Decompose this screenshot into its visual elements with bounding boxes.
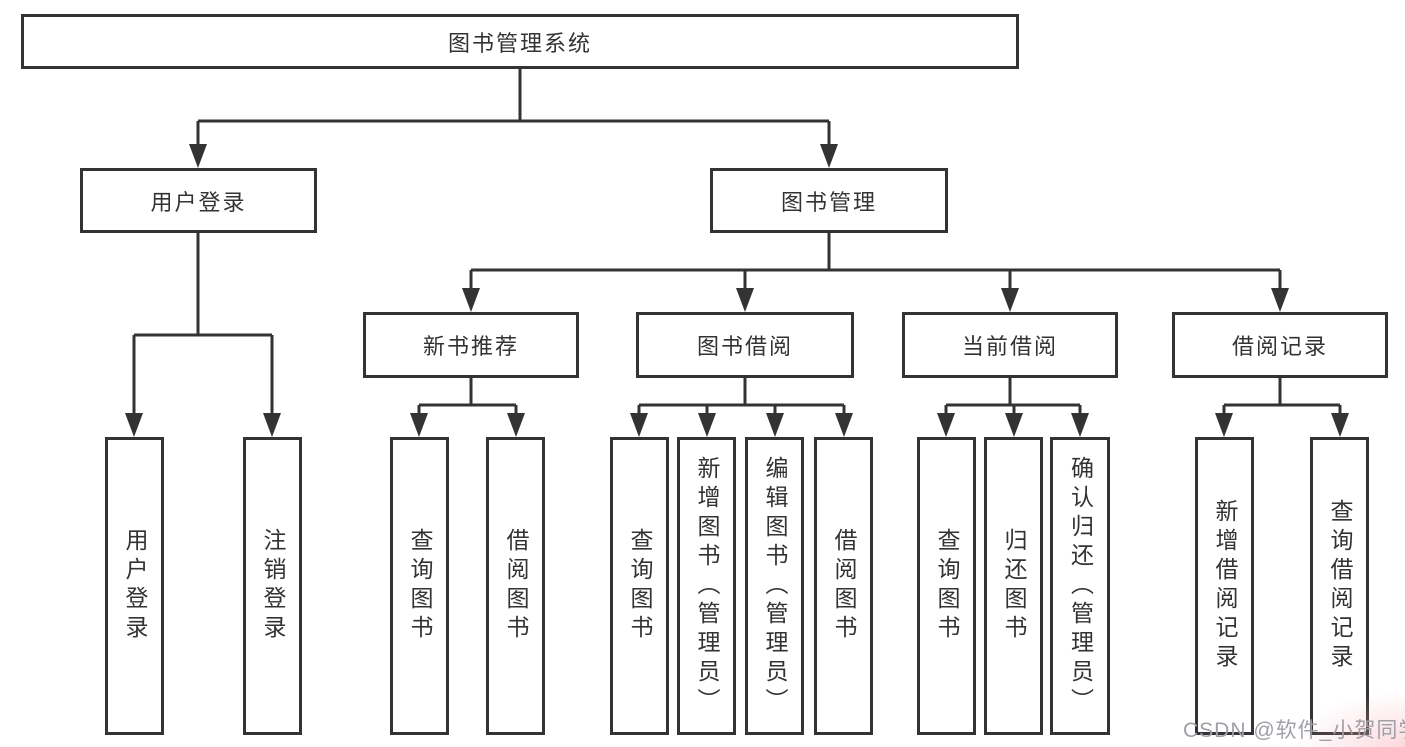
node-borrow-records: 借阅记录 bbox=[1172, 312, 1388, 378]
node-leaf-borrow-books: 借阅图书 bbox=[814, 437, 873, 735]
node-leaf-return-book: 归还图书 bbox=[984, 437, 1043, 735]
arrow-down-icon bbox=[736, 288, 754, 312]
arrow-down-icon bbox=[766, 413, 784, 437]
arrow-down-icon bbox=[1071, 413, 1089, 437]
arrow-down-icon bbox=[630, 413, 648, 437]
node-leaf-logout: 注销登录 bbox=[243, 437, 302, 735]
arrow-down-icon bbox=[1005, 413, 1023, 437]
arrow-down-icon bbox=[263, 413, 281, 437]
arrow-down-icon bbox=[1271, 288, 1289, 312]
csdn-watermark: CSDN @软件_小贺同学 bbox=[1183, 719, 1405, 742]
node-leaf-query-borrow-record: 查询借阅记录 bbox=[1310, 437, 1369, 735]
node-leaf-query-books-borrow: 查询图书 bbox=[610, 437, 669, 735]
arrow-down-icon bbox=[1331, 413, 1349, 437]
node-leaf-add-book-admin: 新增图书（管理员） bbox=[677, 437, 736, 735]
node-current-borrow: 当前借阅 bbox=[902, 312, 1118, 378]
arrow-down-icon bbox=[1215, 413, 1233, 437]
node-leaf-borrow-books-recommend: 借阅图书 bbox=[486, 437, 545, 735]
arrow-down-icon bbox=[410, 413, 428, 437]
arrow-down-icon bbox=[125, 413, 143, 437]
arrow-down-icon bbox=[462, 288, 480, 312]
arrow-down-icon bbox=[189, 144, 207, 168]
node-book-management: 图书管理 bbox=[710, 168, 948, 233]
arrow-down-icon bbox=[820, 144, 838, 168]
arrow-down-icon bbox=[1001, 288, 1019, 312]
node-leaf-confirm-return-admin: 确认归还（管理员） bbox=[1050, 437, 1110, 735]
node-leaf-edit-book-admin: 编辑图书（管理员） bbox=[745, 437, 804, 735]
node-book-borrow: 图书借阅 bbox=[636, 312, 854, 378]
node-new-book-recommend: 新书推荐 bbox=[363, 312, 579, 378]
node-leaf-user-login: 用户登录 bbox=[105, 437, 164, 735]
node-leaf-add-borrow-record: 新增借阅记录 bbox=[1195, 437, 1254, 735]
node-leaf-query-books-current: 查询图书 bbox=[917, 437, 976, 735]
node-root-library-management-system: 图书管理系统 bbox=[21, 14, 1019, 69]
arrow-down-icon bbox=[835, 413, 853, 437]
arrow-down-icon bbox=[937, 413, 955, 437]
node-leaf-query-books-recommend: 查询图书 bbox=[390, 437, 449, 735]
arrow-down-icon bbox=[507, 413, 525, 437]
arrow-down-icon bbox=[698, 413, 716, 437]
node-user-login: 用户登录 bbox=[80, 168, 317, 233]
